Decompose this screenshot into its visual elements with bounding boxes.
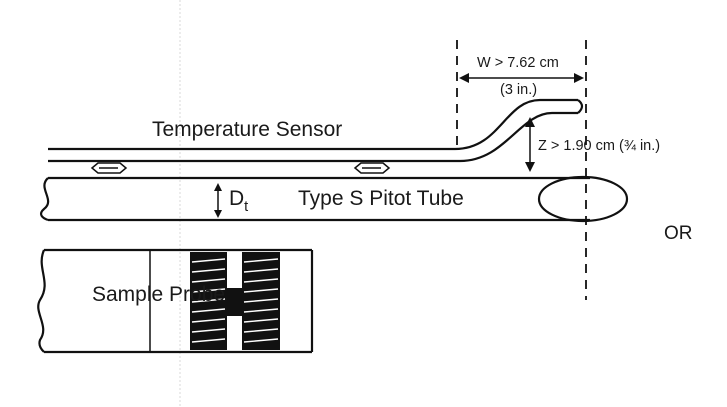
probe-nozzle-gap <box>227 288 242 316</box>
probe-nozzle-band-2 <box>242 252 280 350</box>
sample-probe <box>37 248 314 354</box>
probe-nozzle-band-1 <box>190 252 227 350</box>
temperature-sensor-tube <box>48 98 584 163</box>
sensor-clip-left <box>90 162 128 174</box>
pitot-tube <box>39 175 629 223</box>
w-dimension-inches-label: (3 in.) <box>500 82 537 98</box>
w-dimension-arrow <box>459 73 584 83</box>
sensor-clip-right <box>353 162 391 174</box>
pitot-tube-label: Type S Pitot Tube <box>298 187 464 210</box>
z-dimension-label: Z > 1.90 cm (¾ in.) <box>538 138 660 154</box>
diameter-marker <box>214 183 222 218</box>
or-label: OR <box>664 223 693 244</box>
sample-probe-label: Sample Probe <box>92 283 225 306</box>
w-dimension-label: W > 7.62 cm <box>477 55 559 71</box>
z-dimension-arrow <box>525 117 535 172</box>
diameter-label: Dt <box>229 187 248 215</box>
temperature-sensor-label: Temperature Sensor <box>152 118 342 141</box>
